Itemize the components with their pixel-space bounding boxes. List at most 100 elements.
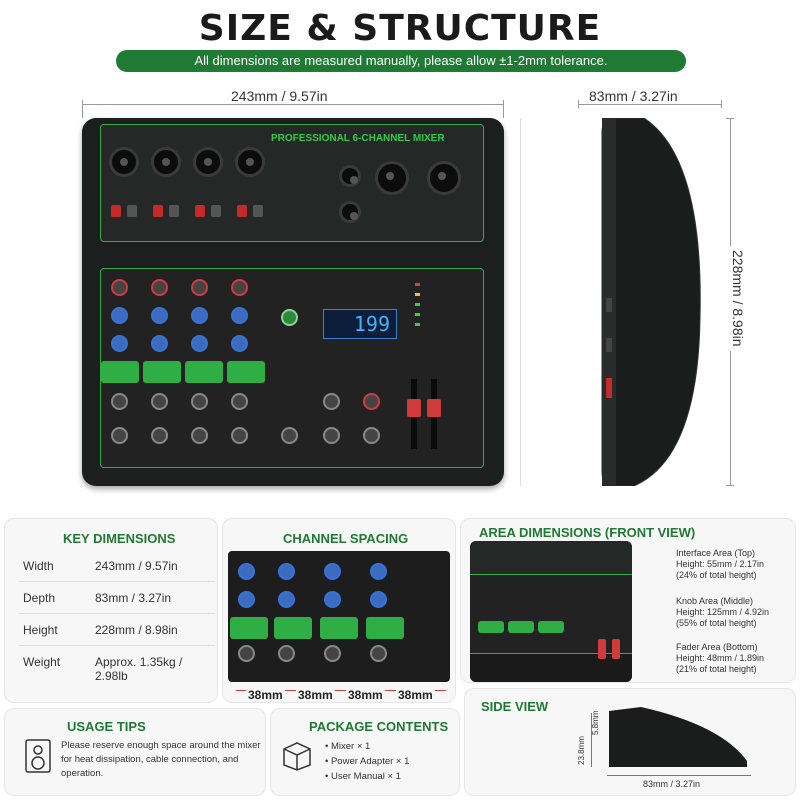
front-width-label: 243mm / 9.57in <box>225 88 334 104</box>
side-depth-label: 83mm / 3.27in <box>643 779 701 789</box>
spacing-fx <box>274 617 312 639</box>
package-contents-panel: PACKAGE CONTENTS • Mixer × 1 • Power Ada… <box>270 708 460 796</box>
tolerance-banner: All dimensions are measured manually, pl… <box>116 50 686 72</box>
level-knob-1 <box>111 427 128 444</box>
spacing-knob <box>238 591 255 608</box>
key-dimension-value: 243mm / 9.57in <box>95 559 178 573</box>
aux-jack <box>339 165 361 187</box>
package-item: • Power Adapter × 1 <box>325 756 410 767</box>
area-interface-text: Interface Area (Top) Height: 55mm / 2.17… <box>676 548 764 581</box>
level-knob-2 <box>151 427 168 444</box>
fader-area-band <box>470 653 632 682</box>
mixer-control-area: 199 <box>100 268 484 468</box>
vu-led <box>415 313 420 316</box>
mixer-brand-label: PROFESSIONAL 6-CHANNEL MIXER <box>271 133 445 144</box>
area-fader-text: Fader Area (Bottom) Height: 48mm / 1.89i… <box>676 642 764 675</box>
program-display: 199 <box>323 309 397 339</box>
xlr-jack-4 <box>235 147 265 177</box>
main-out-right-jack <box>427 161 461 195</box>
front-guide-right <box>503 108 504 118</box>
eq-high-knob-2 <box>151 307 168 324</box>
area-fader <box>612 639 620 659</box>
area-name: Knob Area (Middle) <box>676 596 754 606</box>
page-title: SIZE & STRUCTURE <box>198 8 602 49</box>
front-guide-bottom-ext <box>520 118 521 486</box>
eq-low-knob-3 <box>191 335 208 352</box>
spacing-label-4: 38mm <box>396 688 435 702</box>
fx-section-4 <box>227 361 265 383</box>
usage-tips-panel: USAGE TIPS Please reserve enough space a… <box>4 708 266 796</box>
key-dimension-divider <box>19 581 215 582</box>
key-dimension-label: Depth <box>23 591 56 605</box>
usage-tips-title: USAGE TIPS <box>67 719 146 734</box>
area-pct: (55% of total height) <box>676 618 757 628</box>
pad-button-3 <box>211 205 221 217</box>
height-label: 228mm / 8.98in <box>730 246 746 351</box>
side-view-panel: SIDE VIEW 23.8mm 5.8mm 83mm / 3.27in <box>464 688 796 796</box>
channel-spacing-image <box>228 551 450 682</box>
eq-low-knob-1 <box>111 335 128 352</box>
main-fader-left <box>407 399 421 417</box>
spacing-knob <box>324 563 341 580</box>
mixer-front-view: PROFESSIONAL 6-CHANNEL MIXER <box>82 118 504 486</box>
key-dimension-label: Width <box>23 559 54 573</box>
eq-high-knob-1 <box>111 307 128 324</box>
spacing-fx <box>366 617 404 639</box>
spacing-knob <box>324 591 341 608</box>
spacing-label-1: 38mm <box>246 688 285 702</box>
gain-knob-4 <box>231 279 248 296</box>
spacing-label-2: 38mm <box>296 688 335 702</box>
fx-level-knob <box>363 427 380 444</box>
phantom-button-4 <box>237 205 247 217</box>
side-view-wedge <box>609 707 747 767</box>
key-dimension-label: Weight <box>23 655 61 669</box>
key-dimensions-panel: KEY DIMENSIONS Width 243mm / 9.57in Dept… <box>4 518 218 703</box>
height-tick-bottom <box>726 485 734 486</box>
key-dimension-value: Approx. 1.35kg / 2.98lb <box>95 655 183 683</box>
spacing-knob <box>278 591 295 608</box>
key-dimension-divider <box>19 645 215 646</box>
spacing-knob <box>370 591 387 608</box>
spacing-knob <box>278 645 295 662</box>
program-display-value: 199 <box>353 312 390 336</box>
key-dimension-value: 228mm / 8.98in <box>95 623 178 637</box>
gain-knob-3 <box>191 279 208 296</box>
side-depth-label: 83mm / 3.27in <box>583 88 684 104</box>
key-dimensions-title: KEY DIMENSIONS <box>63 531 176 546</box>
side-depth-tick-left <box>578 100 579 108</box>
channel-spacing-title: CHANNEL SPACING <box>283 531 409 546</box>
spacing-knob <box>278 563 295 580</box>
area-name: Interface Area (Top) <box>676 548 756 558</box>
pad-button-4 <box>253 205 263 217</box>
phantom-button-3 <box>195 205 205 217</box>
phone-level-knob <box>363 393 380 410</box>
main-out-left-jack <box>375 161 409 195</box>
mixer-interface-area: PROFESSIONAL 6-CHANNEL MIXER <box>100 124 484 242</box>
spacing-knob <box>238 563 255 580</box>
eq-low-knob-4 <box>231 335 248 352</box>
speaker-icon <box>25 739 51 773</box>
area-pct: (21% of total height) <box>676 664 757 674</box>
spacing-label-3: 38mm <box>346 688 385 702</box>
package-item: • User Manual × 1 <box>325 771 401 782</box>
pan-knob-3 <box>191 393 208 410</box>
spacing-fx <box>320 617 358 639</box>
front-width-tick-right <box>503 100 504 108</box>
height-tick-top <box>726 118 734 119</box>
fx-section-2 <box>143 361 181 383</box>
vu-led <box>415 293 420 296</box>
front-guide-left <box>82 108 83 118</box>
side-small-label: 5.8mm <box>591 710 600 735</box>
front-width-tick-left <box>82 100 83 108</box>
package-item: • Mixer × 1 <box>325 741 371 752</box>
area-knob-text: Knob Area (Middle) Height: 125mm / 4.92i… <box>676 596 769 629</box>
main-fader-right <box>427 399 441 417</box>
spacing-knob <box>370 563 387 580</box>
spacing-knob <box>324 645 341 662</box>
key-dimension-label: Height <box>23 623 58 637</box>
side-height-line <box>591 713 592 767</box>
program-knob <box>281 309 298 326</box>
ch56-level-knob <box>323 427 340 444</box>
vu-led <box>415 283 420 286</box>
spacing-knob <box>370 645 387 662</box>
